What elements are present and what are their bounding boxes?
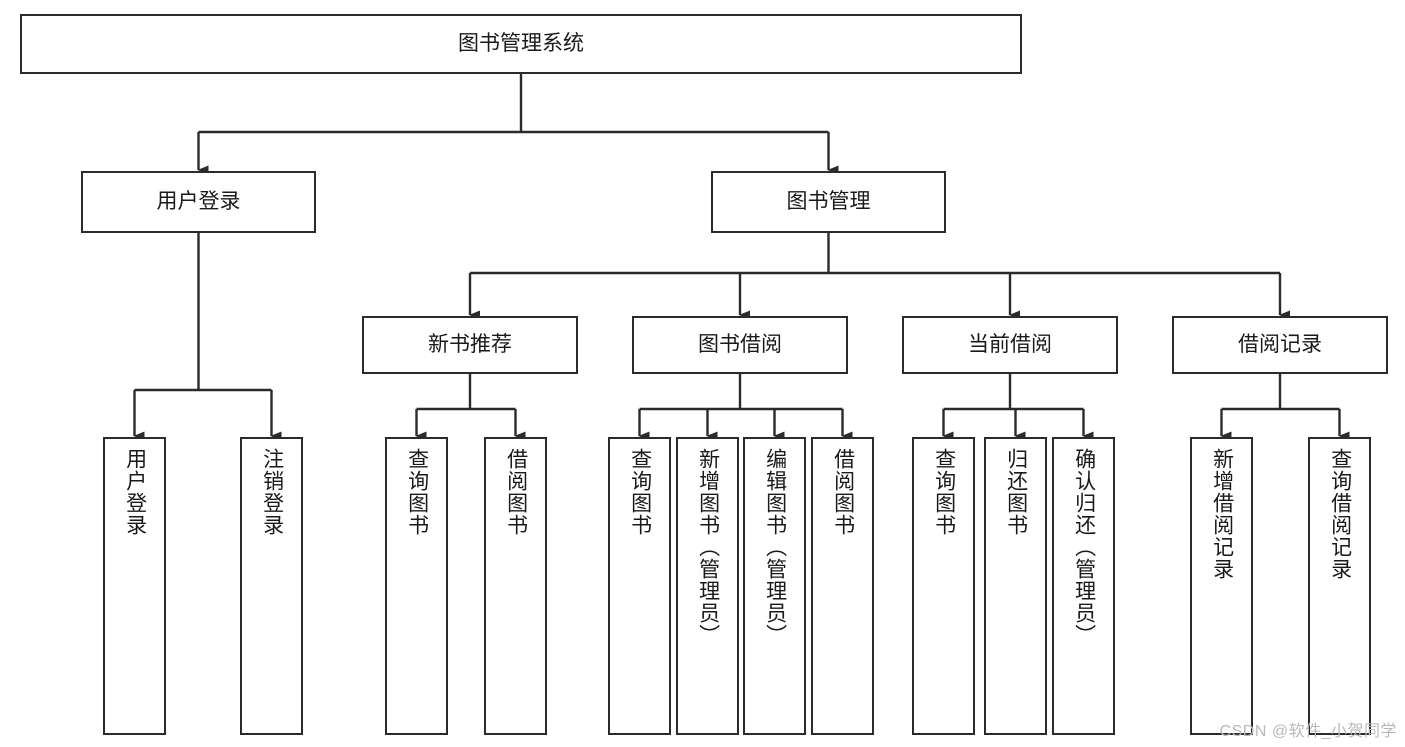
node-new-book-rec: 新书推荐 <box>362 316 578 374</box>
node-label: 当前借阅 <box>968 332 1052 356</box>
node-label: 查询图书 <box>932 448 956 536</box>
node-current-borrow: 当前借阅 <box>902 316 1118 374</box>
node-label: 注销登录 <box>260 448 284 536</box>
node-leaf-user-login: 用户登录 <box>103 437 166 735</box>
node-label: 用户登录 <box>123 448 147 536</box>
watermark: CSDN @软件_小贺同学 <box>1219 723 1397 740</box>
node-label: 编辑图书（管理员） <box>763 448 787 646</box>
node-label: 图书管理系统 <box>458 31 584 55</box>
node-label: 新书推荐 <box>428 332 512 356</box>
node-label: 归还图书 <box>1004 448 1028 536</box>
node-leaf-user-logout: 注销登录 <box>240 437 303 735</box>
node-leaf-bb-add-book: 新增图书（管理员） <box>676 437 739 735</box>
node-label: 查询图书 <box>628 448 652 536</box>
node-leaf-bb-edit-book: 编辑图书（管理员） <box>743 437 806 735</box>
node-root: 图书管理系统 <box>20 14 1022 74</box>
node-borrow-record: 借阅记录 <box>1172 316 1388 374</box>
node-leaf-br-query-record: 查询借阅记录 <box>1308 437 1371 735</box>
node-leaf-cb-return-book: 归还图书 <box>984 437 1047 735</box>
node-leaf-cb-confirm-return: 确认归还（管理员） <box>1052 437 1115 735</box>
node-label: 图书管理 <box>786 189 871 213</box>
node-leaf-br-add-record: 新增借阅记录 <box>1190 437 1253 735</box>
node-label: 借阅图书 <box>831 448 855 536</box>
node-label: 新增图书（管理员） <box>696 448 720 646</box>
node-leaf-cb-query-book: 查询图书 <box>912 437 975 735</box>
node-label: 用户登录 <box>156 189 241 213</box>
node-book-manage: 图书管理 <box>711 171 946 233</box>
node-label: 借阅图书 <box>504 448 528 536</box>
node-leaf-bb-borrow-book: 借阅图书 <box>811 437 874 735</box>
node-leaf-bb-query-book: 查询图书 <box>608 437 671 735</box>
node-label: 借阅记录 <box>1238 332 1322 356</box>
node-label: 查询借阅记录 <box>1328 448 1352 580</box>
node-label: 查询图书 <box>405 448 429 536</box>
node-leaf-rec-borrow-book: 借阅图书 <box>484 437 547 735</box>
node-label: 确认归还（管理员） <box>1072 448 1096 646</box>
node-user-login: 用户登录 <box>81 171 316 233</box>
node-leaf-rec-query-book: 查询图书 <box>385 437 448 735</box>
node-label: 新增借阅记录 <box>1210 448 1234 580</box>
node-book-borrow: 图书借阅 <box>632 316 848 374</box>
node-label: 图书借阅 <box>698 332 782 356</box>
